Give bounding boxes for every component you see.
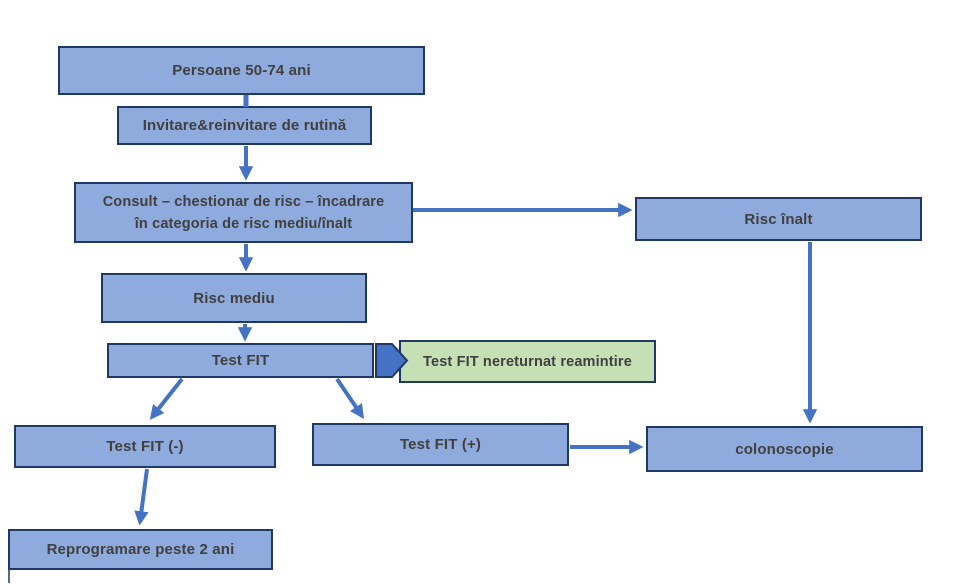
node-risc-inalt: Risc înalt xyxy=(635,197,922,241)
node-label-line2: în categoria de risc mediu/înalt xyxy=(134,215,353,232)
node-label: Test FIT (+) xyxy=(399,436,482,453)
node-label: Test FIT (-) xyxy=(106,438,184,455)
node-label: colonoscopie xyxy=(735,440,834,458)
node-label: Test FIT xyxy=(211,352,270,369)
node-label: Risc înalt xyxy=(744,210,813,228)
node-label: Invitare&reinvitare de rutină xyxy=(142,117,347,134)
node-label: Risc mediu xyxy=(193,289,275,307)
node-risc-mediu: Risc mediu xyxy=(101,273,367,323)
node-label: Reprogramare peste 2 ani xyxy=(46,541,235,558)
node-test-fit-negativ: Test FIT (-) xyxy=(14,425,276,468)
node-label: Persoane 50-74 ani xyxy=(172,62,311,79)
node-label-line1: Consult – chestionar de risc – încadrare xyxy=(102,193,385,210)
node-consult-chestionar-risc: Consult – chestionar de risc – încadrare… xyxy=(74,182,413,243)
node-persoane-50-74-ani: Persoane 50-74 ani xyxy=(58,46,425,95)
node-test-fit-nereturnat-reamintire: Test FIT nereturnat reamintire xyxy=(399,340,656,383)
node-test-fit-pozitiv: Test FIT (+) xyxy=(312,423,569,466)
edge-test-fit-negativ xyxy=(149,377,184,420)
node-invitare-reinvitare: Invitare&reinvitare de rutină xyxy=(117,106,372,145)
node-test-fit: Test FIT xyxy=(107,343,374,378)
node-reprogramare-2-ani: Reprogramare peste 2 ani xyxy=(8,529,273,570)
node-label: Test FIT nereturnat reamintire xyxy=(423,353,632,370)
node-colonoscopie: colonoscopie xyxy=(646,426,923,472)
edge-test-fit-pozitiv xyxy=(335,377,365,419)
edge-fit-negativ-reprogramare xyxy=(134,468,149,526)
